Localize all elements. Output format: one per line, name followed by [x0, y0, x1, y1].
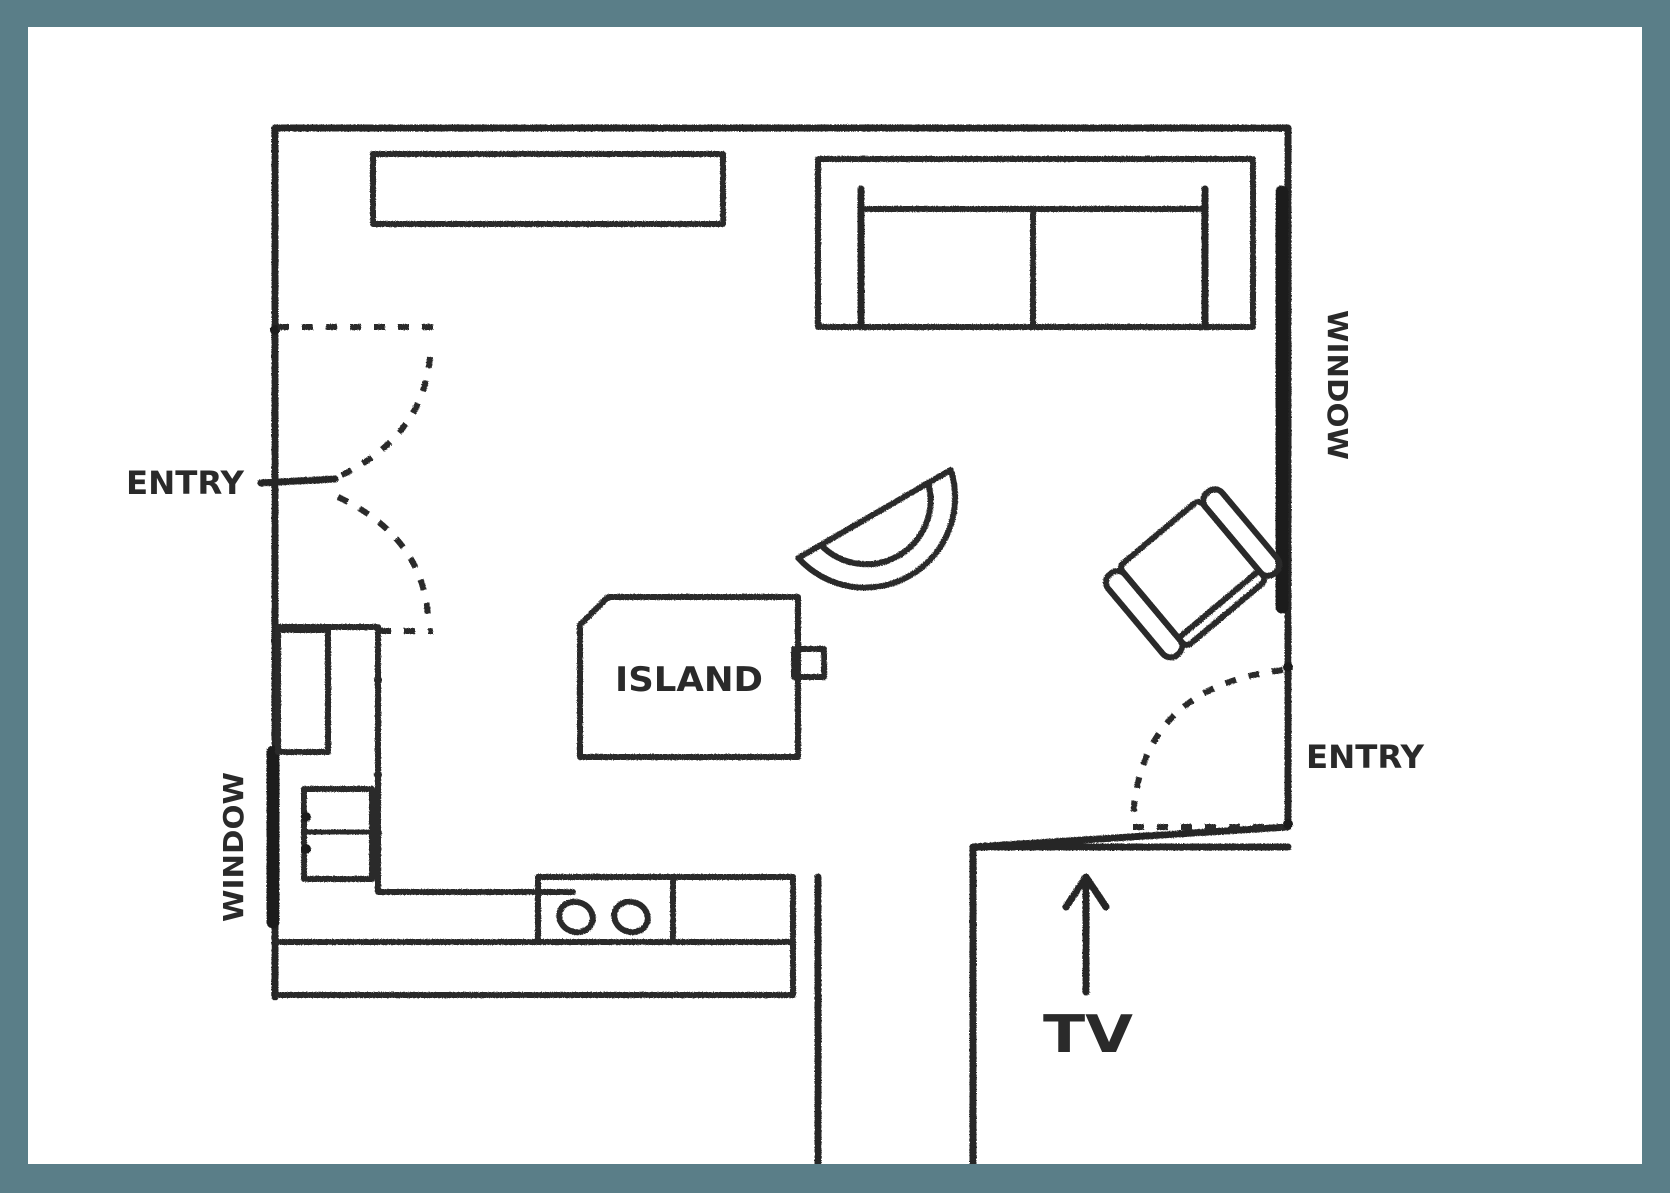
sofa: [815, 156, 1256, 330]
label-island: ISLAND: [615, 660, 763, 700]
label-window-right: WINDOW: [1321, 310, 1354, 460]
outer-walls: [271, 124, 1292, 1164]
floor-plan-drawing: ENTRY ENTRY ISLAND TV WINDOW WINDOW: [126, 124, 1425, 1164]
left-entry-door-swing: [257, 324, 433, 634]
cooktop: [556, 898, 651, 936]
left-counter: [275, 624, 576, 895]
round-chair: [795, 466, 958, 591]
label-tv: TV: [1043, 1005, 1133, 1065]
tv-console: [370, 151, 726, 227]
label-window-left: WINDOW: [217, 772, 250, 922]
label-entry-left: ENTRY: [126, 464, 245, 502]
right-entry-door-swing: [1130, 667, 1284, 830]
armchair: [1102, 486, 1283, 661]
tv-arrow: [1062, 873, 1110, 996]
kitchen-island: [577, 594, 827, 760]
bottom-counter: [275, 874, 796, 998]
floor-plan-frame: ENTRY ENTRY ISLAND TV WINDOW WINDOW: [28, 27, 1642, 1164]
label-entry-right: ENTRY: [1306, 738, 1425, 776]
